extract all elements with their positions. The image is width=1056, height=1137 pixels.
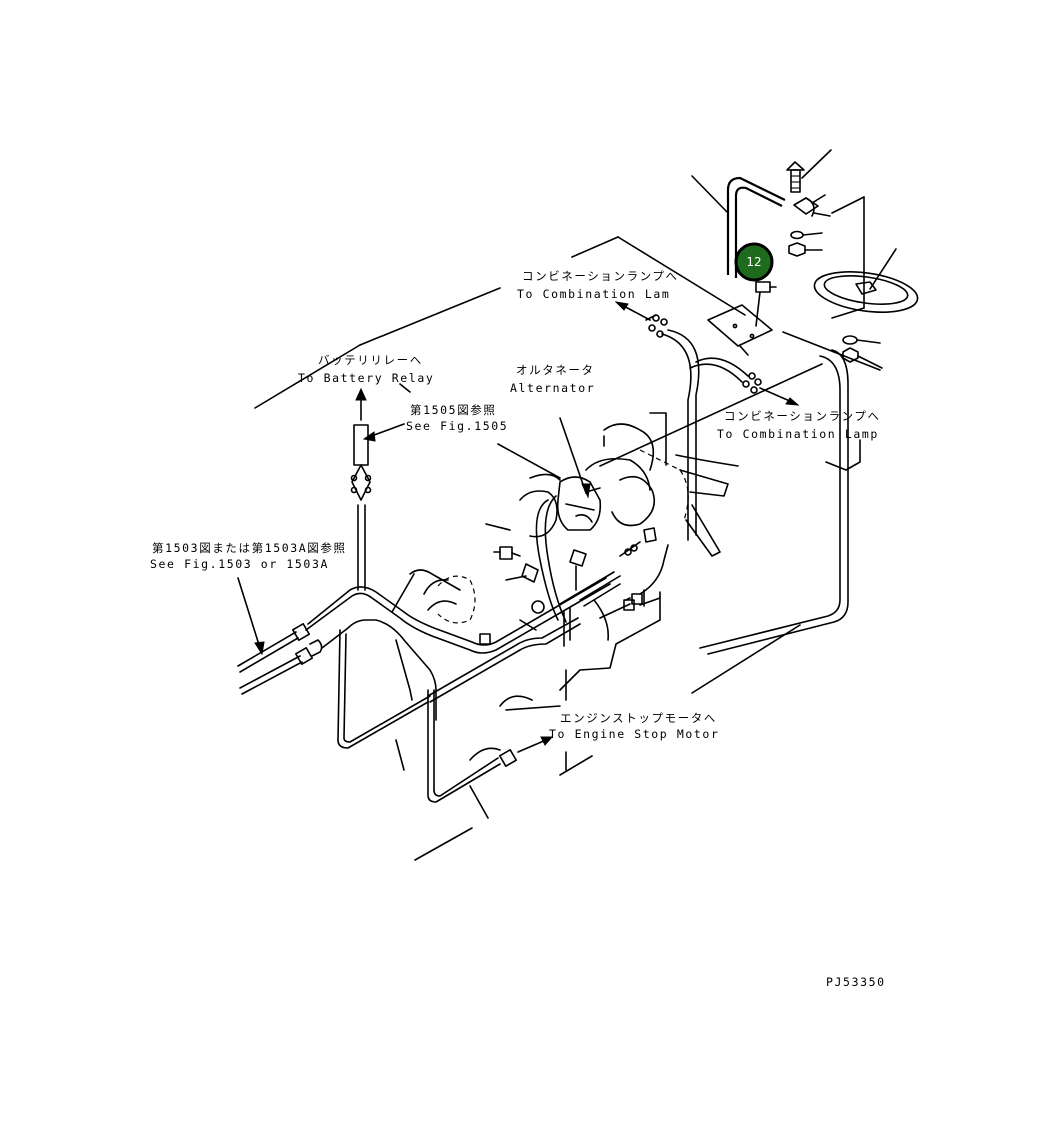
label-engine-stop-jp: エンジンストップモータへ: [560, 711, 717, 725]
label-engine-stop-en: To Engine Stop Motor: [549, 727, 719, 741]
label-fig1505-en: See Fig.1505: [406, 419, 508, 433]
label-fig1505-jp: 第1505図参照: [410, 403, 497, 417]
label-combination-lamp-upper-jp: コンビネーションランプへ: [522, 269, 679, 283]
label-combination-lamp-right-en: To Combination Lamp: [717, 427, 879, 441]
label-fig1503-en: See Fig.1503 or 1503A: [150, 557, 329, 571]
drawing-code: PJ53350: [826, 975, 886, 989]
main-harness: [237, 387, 669, 819]
label-battery-relay-jp: バッテリリレーへ: [318, 353, 423, 367]
label-alternator-en: Alternator: [510, 381, 595, 395]
label-alternator-jp: オルタネータ: [516, 363, 595, 377]
upper-harness: [614, 301, 861, 655]
text-labels: コンビネーションランプへ To Combination Lam バッテリリレーへ…: [150, 269, 886, 989]
label-combination-lamp-upper-en: To Combination Lam: [517, 287, 670, 301]
leader-lines: [362, 383, 411, 442]
engine-body: [395, 363, 823, 771]
label-battery-relay-en: To Battery Relay: [298, 371, 434, 385]
label-combination-lamp-right-jp: コンビネーションランプへ: [724, 409, 881, 423]
callout-12-number: 12: [746, 255, 761, 269]
lamp-bracket-assembly: [691, 149, 919, 369]
label-fig1503-jp: 第1503図または第1503A図参照: [152, 541, 347, 555]
callout-12[interactable]: 12: [734, 242, 774, 282]
frame-lines: [254, 236, 881, 861]
